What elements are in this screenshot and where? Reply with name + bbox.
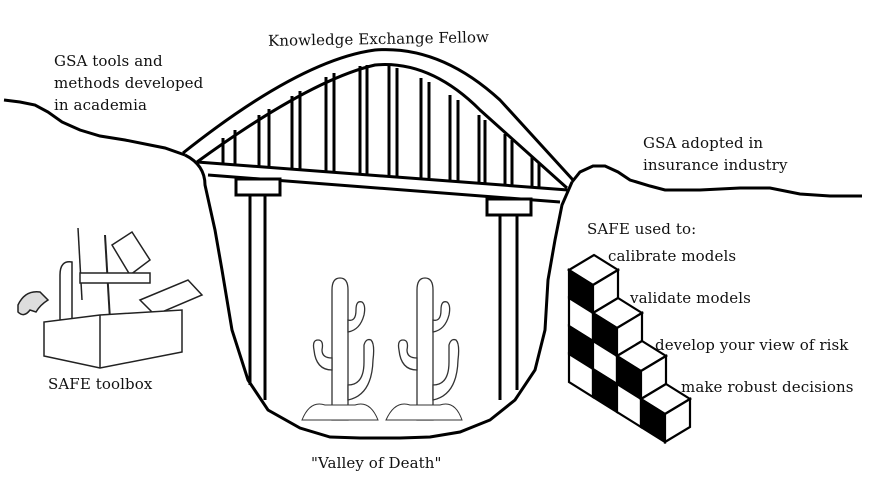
staircase-blocks-icon: [566, 253, 693, 444]
left-bank-line: GSA tools and: [54, 52, 163, 70]
right-bank-caption: GSA adopted in insurance industry: [643, 132, 788, 176]
right-bank-line: insurance industry: [643, 156, 788, 174]
bridge-hangers: [221, 65, 541, 187]
safe-use-step: make robust decisions: [681, 378, 854, 396]
right-ground-line: [570, 164, 862, 198]
bridge-pier-right: [485, 197, 533, 400]
valley-label: "Valley of Death": [311, 454, 442, 472]
safe-uses-heading: SAFE used to:: [587, 220, 697, 238]
right-bank-line: GSA adopted in: [643, 134, 764, 152]
cactus-icon: [385, 277, 463, 421]
cactus-icon: [301, 277, 379, 421]
safe-use-step: validate models: [630, 289, 751, 307]
safe-use-step: calibrate models: [608, 247, 737, 265]
left-bank-line: methods developed: [54, 74, 204, 92]
left-ground-line: [3, 98, 186, 157]
left-bank-line: in academia: [54, 96, 148, 114]
valley-outline: [184, 153, 574, 440]
left-bank-caption: GSA tools and methods developed in acade…: [54, 50, 203, 116]
safe-use-step: develop your view of risk: [655, 336, 849, 354]
bridge-outer-arch: [182, 48, 575, 182]
toolbox-icon: [17, 227, 204, 369]
bridge-title: Knowledge Exchange Fellow: [267, 28, 490, 50]
toolbox-label: SAFE toolbox: [48, 375, 153, 393]
bridge-pier-left: [234, 177, 282, 400]
